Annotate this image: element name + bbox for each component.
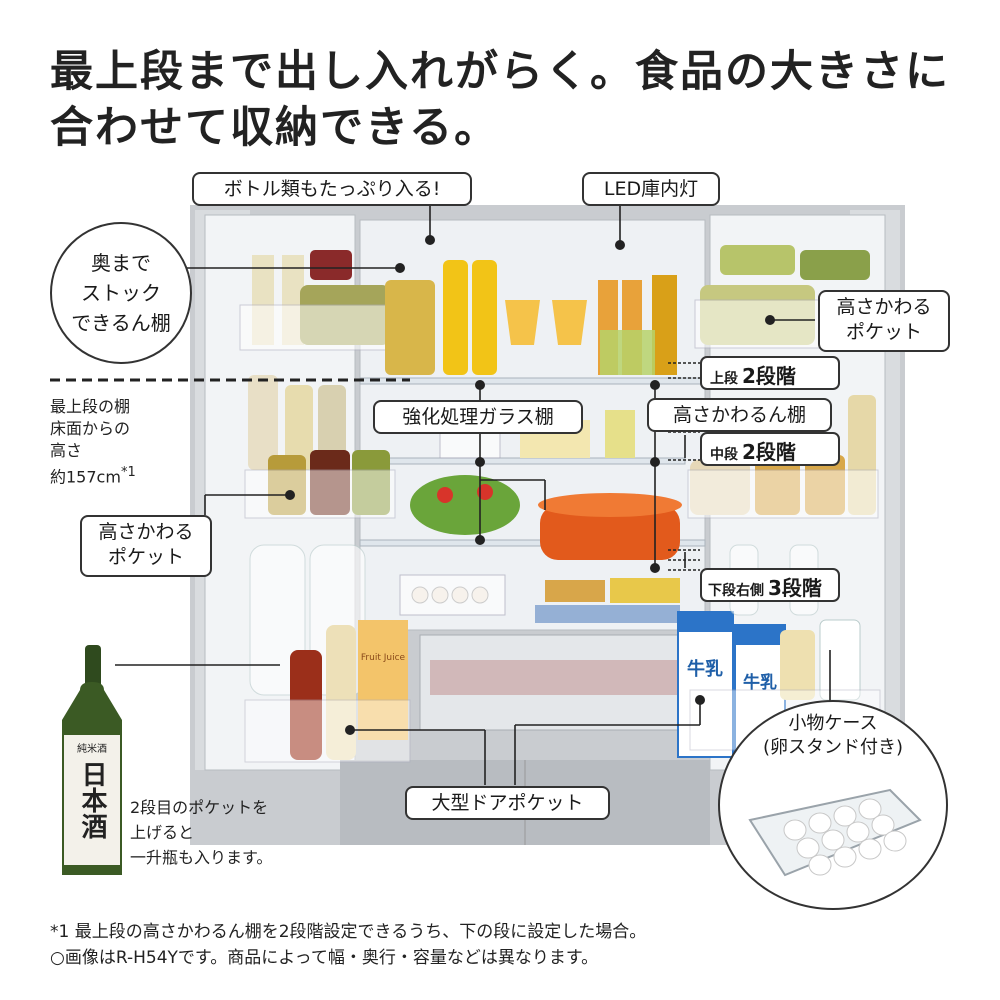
tomato-2 [477, 484, 493, 500]
pocket-right-line-2: ポケット [845, 321, 922, 343]
tag-upper-value: 2段階 [742, 364, 796, 388]
ketchup-bottle [290, 650, 322, 760]
milk-carton-1-band [678, 612, 733, 632]
tomato-1 [437, 487, 453, 503]
height-note-line-3: 高さ [50, 441, 83, 460]
right-lower-item-2 [819, 619, 861, 701]
height-note-mark: *1 [120, 465, 136, 480]
headline-line-1: 最上段まで出し入れがらく。食品の大きさに [50, 47, 950, 97]
right-lower-item [780, 630, 815, 700]
callout-pocket-left: 高さかわる ポケット [80, 515, 212, 577]
glass-2 [552, 300, 587, 345]
top-left-pocket [239, 304, 391, 351]
milk-carton-2-label: 牛乳 [743, 672, 777, 693]
deep-shelf-label: 奥まで ストック できるん棚 [50, 248, 192, 338]
deep-shelf-line-2: ストック [81, 281, 161, 305]
juice-carton [358, 620, 408, 740]
container-3 [535, 605, 680, 623]
callout-glass-shelf: 強化処理ガラス棚 [373, 400, 583, 434]
headline: 最上段まで出し入れがらく。食品の大きさに 合わせて収納できる。 [50, 44, 970, 156]
tag-middle-label: 中段 [710, 447, 738, 463]
deep-shelf-circle [50, 222, 192, 364]
egg-4 [471, 586, 489, 604]
small-case-label: 小物ケース (卵スタンド付き) [718, 712, 948, 760]
veggie-sticks [600, 330, 655, 375]
height-note-line-2: 床面からの [50, 419, 131, 438]
sake-label-main: 日本酒 [77, 761, 107, 839]
right-jar-2 [800, 250, 870, 280]
egg-1 [411, 586, 429, 604]
egg-case-eggs [783, 798, 907, 876]
yogurt-cup [605, 410, 635, 458]
small-case-line-1: 小物ケース [788, 713, 878, 734]
glass-container [439, 429, 501, 459]
bottle-note-line-1: 2段目のポケットを [130, 798, 269, 817]
callout-height-shelf: 高さかわるん棚 [647, 398, 832, 432]
bottle-note-line-2: 上げると [130, 823, 195, 842]
height-note-line-1: 最上段の棚 [50, 397, 131, 416]
egg-2 [431, 586, 449, 604]
tag-lower-value: 3段階 [768, 576, 822, 600]
middle-left-pocket [244, 469, 396, 519]
dressing-bottle-3 [652, 275, 677, 375]
middle-right-pocket [687, 469, 879, 519]
pocket-right-line-1: 高さかわる [836, 296, 932, 318]
beer-can [385, 280, 435, 375]
juice-bottle-1 [443, 260, 468, 375]
salad-bowl [410, 475, 520, 535]
sauce-bottle-1 [285, 385, 313, 470]
juice-carton-label: Fruit Juice [361, 653, 406, 663]
juice-bottle-2 [472, 260, 497, 375]
egg-case-illustration [748, 788, 922, 877]
container-1 [545, 580, 605, 602]
footnote-2: ○画像はR-H54Yです。商品によって幅・奥行・容量などは異なります。 [50, 948, 599, 968]
glass-1 [505, 300, 540, 345]
milk-carton-2-band [735, 625, 785, 645]
milk-carton-1-label: 牛乳 [687, 658, 723, 680]
callout-dots [285, 235, 775, 735]
deep-shelf-line-3: できるん棚 [71, 311, 171, 335]
small-case-line-2: (卵スタンド付き) [762, 737, 904, 758]
right-jar-1 [720, 245, 795, 275]
sake-label [64, 735, 120, 865]
meat-tray [430, 660, 700, 695]
mayo-bottle [248, 375, 278, 470]
middle-shelf [384, 457, 686, 465]
milk-carton-1 [677, 611, 734, 758]
tag-lower-label: 下段右側 [708, 583, 764, 599]
height-note: 最上段の棚 床面からの 高さ 約157cm*1 [50, 396, 190, 488]
jam-jar [310, 250, 352, 280]
bottle-note: 2段目のポケットを 上げると 一升瓶も入ります。 [130, 795, 330, 870]
step-indicators [668, 362, 700, 571]
bottle-note-line-3: 一升瓶も入ります。 [130, 848, 273, 867]
headline-line-2: 合わせて収納できる。 [50, 103, 500, 153]
callout-led: LED庫内灯 [582, 172, 720, 206]
cooking-pot [540, 505, 680, 560]
sauce-bottle-2 [318, 385, 346, 470]
sake-bottle-neck [85, 645, 101, 690]
callout-bottles: ボトル類もたっぷり入る! [192, 172, 472, 206]
tag-upper-label: 上段 [710, 371, 738, 387]
callout-pocket-right: 高さかわる ポケット [818, 290, 950, 352]
pocket-left-line-1: 高さかわる [98, 521, 194, 543]
tag-middle-value: 2段階 [742, 440, 796, 464]
egg-3 [451, 586, 469, 604]
pot-lid [538, 493, 682, 517]
callout-large-door-pocket: 大型ドアポケット [405, 786, 610, 820]
container-2 [610, 578, 680, 603]
height-note-value: 約157cm [50, 467, 121, 487]
lower-shelf [359, 539, 706, 547]
large-door-pocket-left [244, 699, 411, 763]
deep-shelf-line-1: 奥まで [91, 251, 151, 275]
pocket-left-line-2: ポケット [107, 546, 184, 568]
sake-label-top: 純米酒 [77, 742, 107, 755]
footnote-1: *1 最上段の高さかわるん棚を2段階設定できるうち、下の段に設定した場合。 [50, 922, 647, 942]
